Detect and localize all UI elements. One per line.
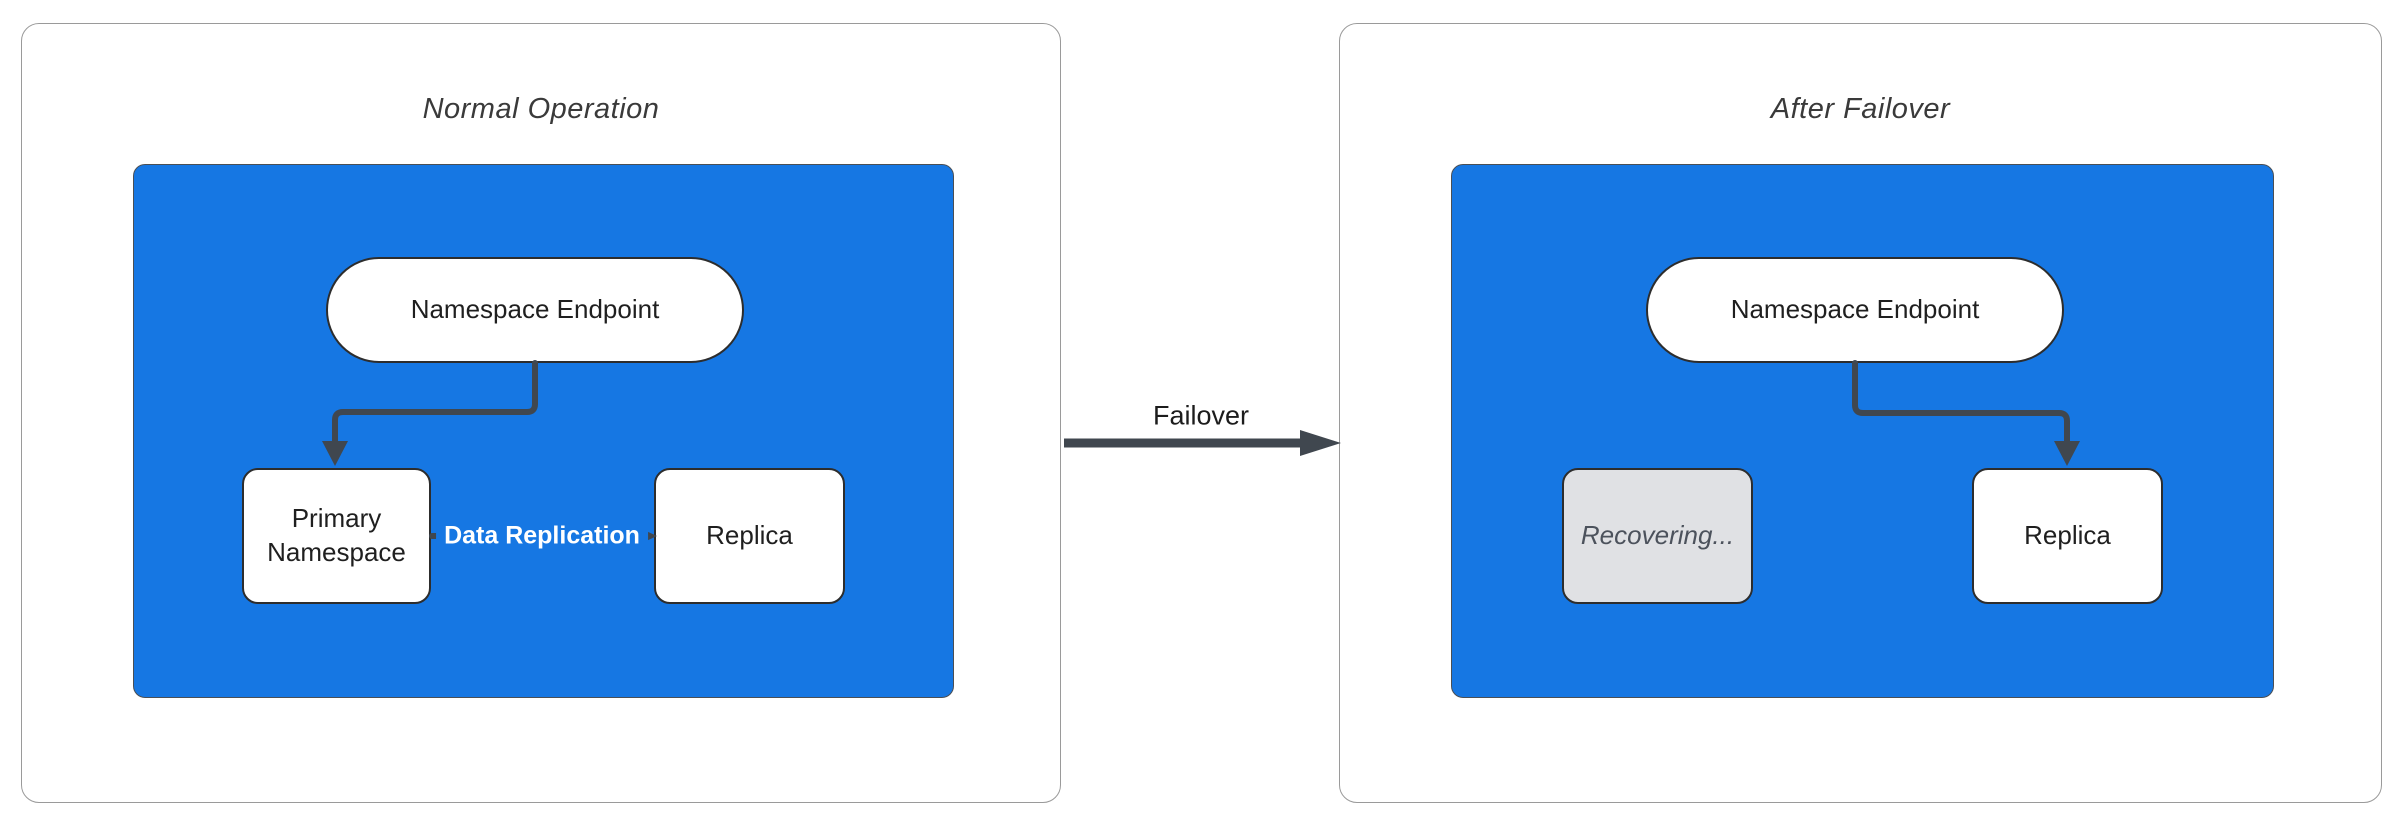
normal-operation-panel: Normal Operation Namespace Endpoint Prim… [21, 23, 1061, 803]
data-replication-label: Data Replication [436, 519, 648, 553]
recovering-node: Recovering... [1562, 468, 1753, 604]
after-failover-title: After Failover [1770, 93, 1951, 125]
namespace-cluster-failover [1451, 164, 2274, 698]
normal-operation-title: Normal Operation [422, 93, 660, 125]
replica-label-failover: Replica [2024, 520, 2111, 551]
recovering-label: Recovering... [1580, 520, 1735, 551]
primary-namespace-label: Primary Namespace [267, 503, 406, 567]
failover-label: Failover [1146, 400, 1256, 432]
namespace-endpoint-node-failover: Namespace Endpoint [1646, 257, 2064, 363]
failover-arrowhead-icon [1300, 430, 1341, 456]
replica-label-normal: Replica [706, 520, 793, 551]
after-failover-panel: After Failover Namespace Endpoint Recove… [1339, 23, 2382, 803]
replica-node-failover: Replica [1972, 468, 2163, 604]
namespace-endpoint-node: Namespace Endpoint [326, 257, 744, 363]
namespace-endpoint-label: Namespace Endpoint [410, 294, 660, 325]
replica-node-normal: Replica [654, 468, 845, 604]
namespace-cluster-normal [133, 164, 954, 698]
namespace-endpoint-label-failover: Namespace Endpoint [1730, 294, 1980, 325]
primary-namespace-node: Primary Namespace [242, 468, 431, 604]
